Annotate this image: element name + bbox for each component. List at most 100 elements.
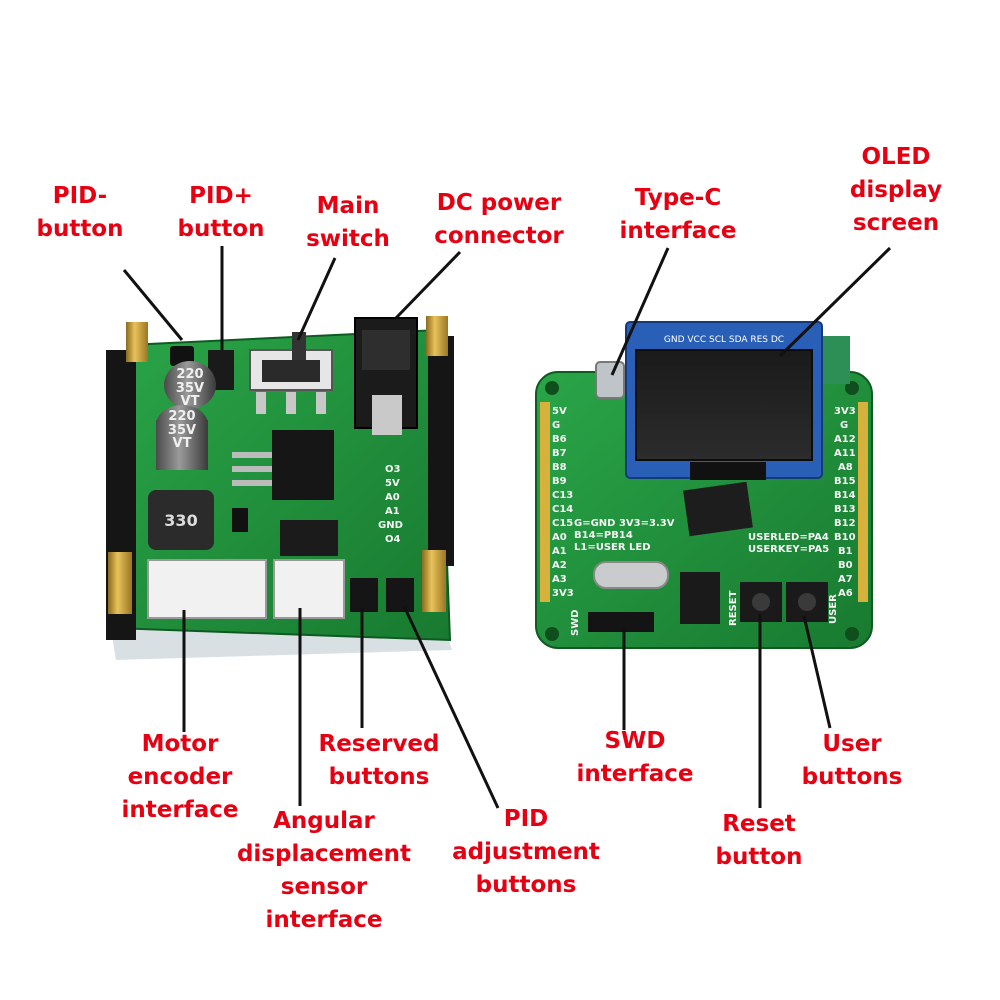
left-gold-pins: [540, 402, 550, 602]
svg-text:A0: A0: [385, 492, 400, 503]
callout-line: button: [715, 844, 803, 870]
left-pin-labels: 5V G B6 B7 B8 B9 C13 C14 C15 A0 A1 A2 A3…: [552, 406, 574, 599]
silkscreen-notes: G=GND 3V3=3.3V B14=PB14 L1=USER LED USER…: [574, 518, 829, 555]
callout-reserved-buttons: Reserved buttons: [308, 728, 450, 794]
boot-jumper-header: [680, 572, 720, 624]
callout-line: PID+: [189, 183, 253, 209]
svg-text:B14: B14: [834, 490, 856, 501]
svg-text:B7: B7: [552, 448, 567, 459]
mounting-hole: [545, 627, 559, 641]
callout-line: User: [822, 731, 882, 757]
svg-text:USERLED=PA4: USERLED=PA4: [748, 532, 829, 543]
callout-dc-power-connector: DC power connector: [424, 187, 574, 253]
leader-lines: [122, 246, 892, 809]
main-switch: [249, 332, 333, 414]
leader-user: [802, 615, 832, 729]
pid-adjust-tact-button: [386, 578, 414, 612]
callout-line: interface: [121, 797, 239, 823]
motor-driver-board: 220 35V VT 220 35V VT 330: [106, 316, 454, 660]
svg-text:B14=PB14: B14=PB14: [574, 530, 633, 541]
svg-text:USERKEY=PA5: USERKEY=PA5: [748, 544, 829, 555]
callout-line: encoder: [127, 764, 233, 790]
right-gold-pins: [858, 402, 868, 602]
svg-text:A7: A7: [838, 574, 853, 585]
svg-text:330: 330: [164, 511, 197, 530]
angular-sensor-connector: [273, 559, 345, 619]
leader-main-switch: [296, 257, 337, 341]
svg-text:5V: 5V: [385, 478, 400, 489]
svg-text:C15: C15: [552, 518, 573, 529]
svg-text:A6: A6: [838, 588, 853, 599]
svg-text:B9: B9: [552, 476, 567, 487]
driver-ic: [280, 520, 338, 556]
svg-text:3V3: 3V3: [552, 588, 574, 599]
leader-pid-minus: [122, 269, 184, 341]
svg-text:B0: B0: [838, 560, 853, 571]
right-pin-header: [428, 336, 454, 566]
svg-text:B12: B12: [834, 518, 856, 529]
standoff: [426, 316, 448, 356]
callout-line: Type-C: [634, 185, 722, 211]
signal-pin-labels: O3 5V A0 A1 GND O4: [378, 464, 403, 545]
svg-text:O4: O4: [385, 534, 401, 545]
callout-line: buttons: [801, 764, 903, 790]
callout-main-switch: Main switch: [296, 190, 400, 256]
callout-line: Reset: [722, 811, 796, 837]
leader-dc-power: [394, 250, 462, 320]
svg-text:35V: 35V: [168, 423, 196, 438]
svg-text:A0: A0: [552, 532, 567, 543]
svg-text:G: G: [840, 420, 848, 431]
mounting-hole: [845, 381, 859, 395]
svg-text:G: G: [552, 420, 560, 431]
callout-user-buttons: User buttons: [792, 728, 912, 794]
leader-pid-adjust: [402, 605, 500, 809]
svg-text:A1: A1: [385, 506, 400, 517]
callout-type-c-interface: Type-C interface: [608, 182, 748, 248]
standoff: [126, 322, 148, 362]
oled-module: GND VCC SCL SDA RES DC: [625, 321, 850, 480]
callout-line: OLED: [861, 144, 931, 170]
right-pin-labels: 3V3 G A12 A11 A8 B15 B14 B13 B12 B10 B1 …: [834, 406, 856, 599]
callout-line: button: [177, 216, 265, 242]
svg-text:O3: O3: [385, 464, 401, 475]
reserved-tact-button: [350, 578, 378, 612]
mounting-hole: [845, 627, 859, 641]
callout-line: buttons: [475, 872, 577, 898]
user-button-cap: [798, 593, 816, 611]
callout-pid-plus-button: PID+ button: [168, 180, 274, 246]
callout-line: PID-: [52, 183, 108, 209]
callout-line: button: [36, 216, 124, 242]
oled-screen: [635, 349, 813, 461]
capacitor-1: 220 35V VT: [164, 361, 216, 409]
svg-text:A2: A2: [552, 560, 567, 571]
svg-text:B1: B1: [838, 546, 853, 557]
callout-line: Motor: [141, 731, 219, 757]
svg-text:A11: A11: [834, 448, 856, 459]
svg-text:3V3: 3V3: [834, 406, 856, 417]
leader-oled: [778, 246, 892, 358]
callout-pid-minus-button: PID- button: [28, 180, 132, 246]
callout-line: screen: [852, 210, 940, 236]
standoff: [422, 550, 446, 612]
svg-text:C13: C13: [552, 490, 573, 501]
callout-line: display: [849, 177, 943, 203]
svg-text:A3: A3: [552, 574, 567, 585]
mcu-chip: [683, 481, 753, 537]
callout-swd-interface: SWD interface: [566, 725, 704, 791]
type-c-port: [595, 361, 625, 399]
svg-text:GND: GND: [378, 520, 403, 531]
svg-text:B6: B6: [552, 434, 567, 445]
svg-text:L1=USER LED: L1=USER LED: [574, 542, 651, 553]
callout-line: Reserved: [318, 731, 440, 757]
svg-text:A8: A8: [838, 462, 853, 473]
leader-type-c: [610, 247, 670, 376]
callout-line: connector: [434, 223, 564, 249]
callout-angular-displacement-sensor-interface: Angular displacement sensor interface: [226, 805, 422, 937]
callout-line: switch: [306, 226, 390, 252]
smd-component: [232, 508, 248, 532]
svg-text:B10: B10: [834, 532, 856, 543]
callout-pid-adjustment-buttons: PID adjustment buttons: [438, 803, 614, 902]
pid-minus-tact-button: [170, 346, 194, 366]
